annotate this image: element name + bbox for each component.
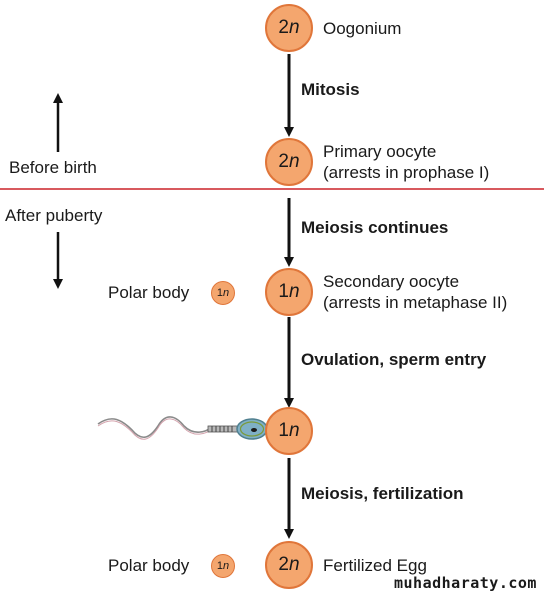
secondary-oocyte-cell: 1n (265, 268, 313, 316)
step-label-ovulation: Ovulation, sperm entry (301, 350, 487, 369)
polar-body-label-2: Polar body (108, 556, 190, 575)
secondary-oocyte-label: Secondary oocyte (arrests in metaphase I… (323, 272, 508, 312)
oogonium-label: Oogonium (323, 19, 402, 38)
polar-body-cell-1: 1n (211, 281, 235, 305)
primary-oocyte-label: Primary oocyte (arrests in prophase I) (323, 142, 490, 182)
step-label-mitosis: Mitosis (301, 80, 360, 99)
fertilized-egg-label: Fertilized Egg (323, 556, 427, 575)
oogonium-cell: 2n (265, 4, 313, 52)
primary-oocyte-cell: 2n (265, 138, 313, 186)
before-birth-label: Before birth (9, 158, 97, 177)
step-label-meiosis-continues: Meiosis continues (301, 218, 449, 237)
polar-body-label-1: Polar body (108, 283, 190, 302)
sperm-icon (97, 416, 268, 440)
step-label-fertilization: Meiosis, fertilization (301, 484, 464, 503)
watermark-text: muhadharaty.com (394, 574, 537, 592)
fertilized-egg-cell: 2n (265, 541, 313, 589)
after-puberty-label: After puberty (5, 206, 103, 225)
polar-body-cell-2: 1n (211, 554, 235, 578)
ovum-cell: 1n (265, 407, 313, 455)
